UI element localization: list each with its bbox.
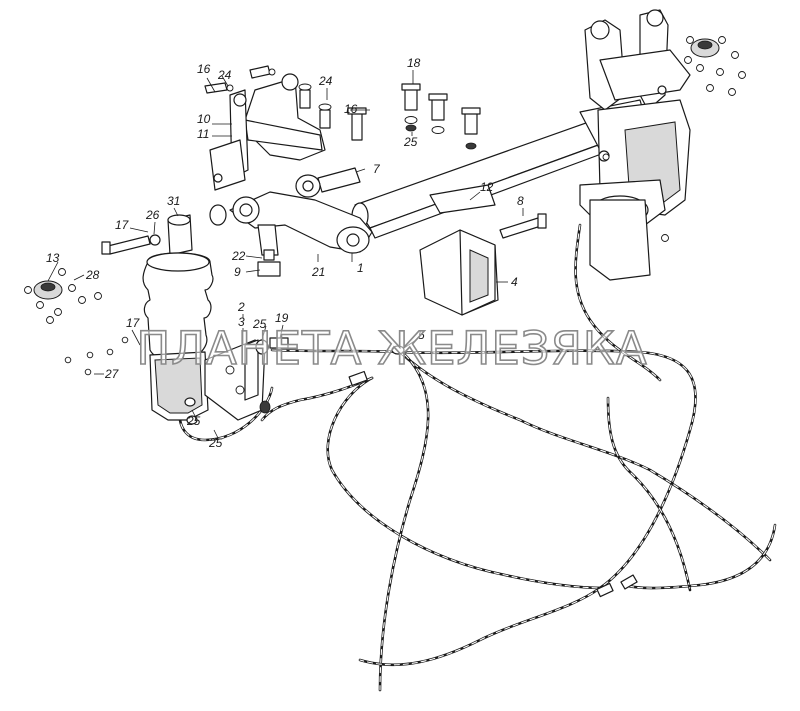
callout-7: 7 xyxy=(373,162,381,176)
leader-lines xyxy=(47,70,524,439)
callout-25-bottom: 25 xyxy=(208,436,223,450)
callout-1: 1 xyxy=(357,261,364,275)
callout-28: 28 xyxy=(85,268,100,282)
left-seat-13-28 xyxy=(24,268,129,376)
callout-19: 19 xyxy=(275,311,289,325)
callout-25-lower: 25 xyxy=(186,414,201,428)
callout-10: 10 xyxy=(197,112,211,126)
callout-13: 13 xyxy=(46,251,60,265)
callout-3: 3 xyxy=(238,315,245,329)
callout-27: 27 xyxy=(104,367,120,381)
callout-24-mid: 24 xyxy=(318,74,333,88)
torque-rod-1 xyxy=(209,191,373,277)
bracket-2-3 xyxy=(184,337,289,425)
callout-17-lower: 17 xyxy=(126,316,141,330)
air-spring-31 xyxy=(142,214,214,421)
callout-24-top: 24 xyxy=(217,68,232,82)
hose-fittings xyxy=(348,153,669,598)
callout-16-top: 16 xyxy=(197,62,211,76)
callout-25-right: 25 xyxy=(252,317,267,331)
bolts xyxy=(101,65,547,255)
callout-21: 21 xyxy=(311,265,325,279)
upper-bracket-10-11 xyxy=(209,73,326,191)
callout-12: 12 xyxy=(480,180,494,194)
callout-11: 11 xyxy=(197,127,209,141)
callout-22: 22 xyxy=(231,249,246,263)
bracket-4 xyxy=(419,184,499,316)
callout-17-left: 17 xyxy=(115,218,130,232)
callout-25-top: 25 xyxy=(403,135,418,149)
callout-8: 8 xyxy=(517,194,524,208)
callout-9: 9 xyxy=(234,265,241,279)
callout-16-mid: 16 xyxy=(344,102,358,116)
right-bracket-assembly xyxy=(579,9,691,281)
callout-31: 31 xyxy=(167,194,180,208)
callout-2: 2 xyxy=(237,300,245,314)
callout-26: 26 xyxy=(145,208,160,222)
callout-4: 4 xyxy=(511,275,518,289)
callout-5: 5 xyxy=(418,328,425,342)
callout-18: 18 xyxy=(407,56,421,70)
right-small-parts xyxy=(684,36,746,96)
callout-labels: 16 24 10 11 24 16 18 25 7 12 8 31 26 17 … xyxy=(46,56,524,450)
bushing-pin-7 xyxy=(295,167,361,198)
